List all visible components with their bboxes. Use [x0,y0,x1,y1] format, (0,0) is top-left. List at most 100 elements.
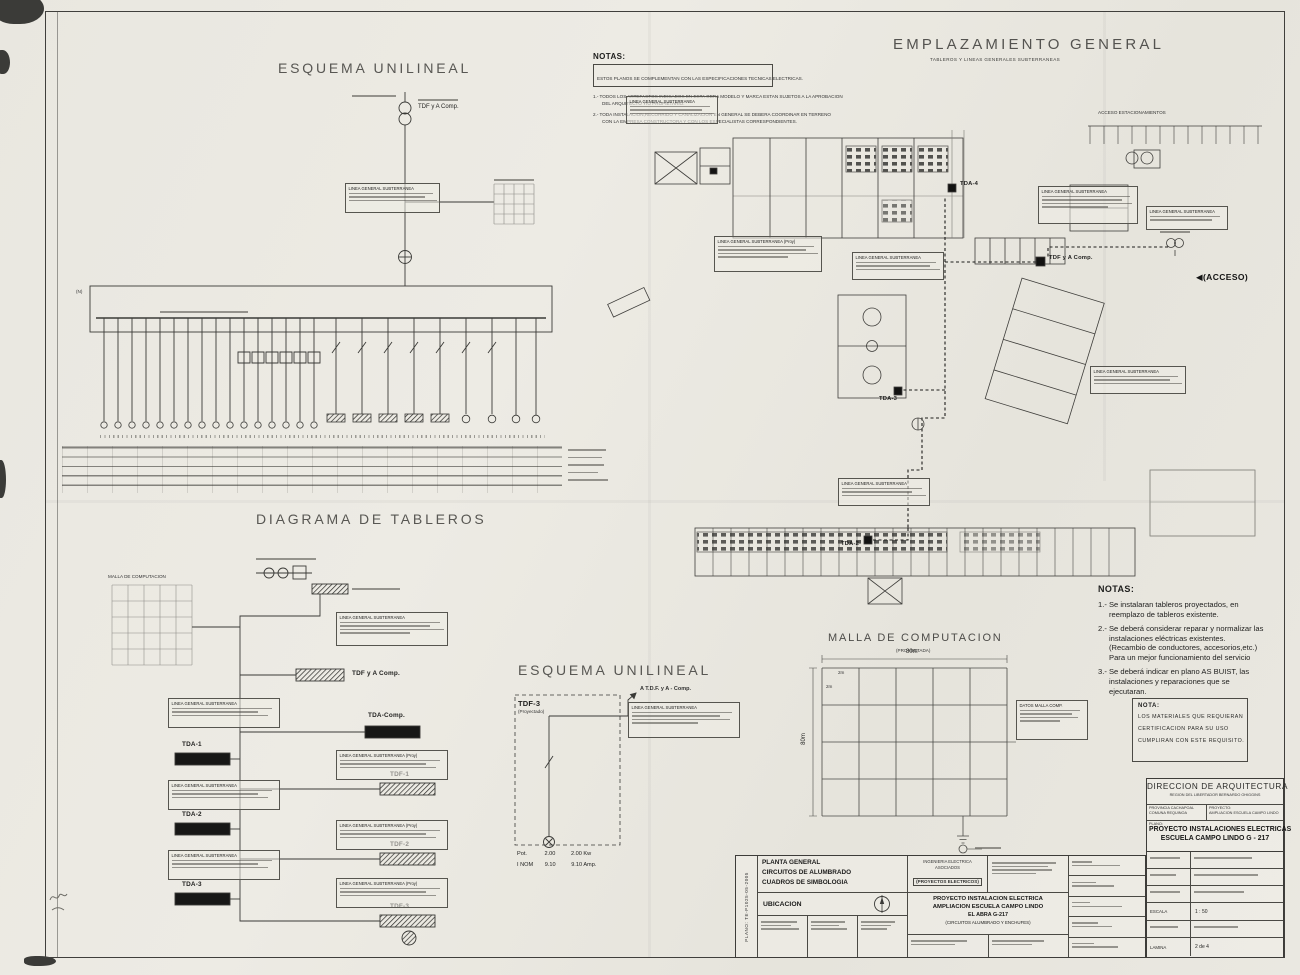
cable-spec-box: LINEA GENERAL SUBTERRANEA [838,478,930,506]
micro-annotation [352,95,396,97]
field-value-micro [1194,857,1252,859]
cable-spec-box: LINEA GENERAL SUBTERRANEA (Proy) [336,820,448,850]
nota-box: NOTA: LOS MATERIALES QUE REQUIERAN CERTI… [1132,698,1248,762]
project-line-4: (CIRCUITOS ALUMBRADO Y ENCHUFES) [945,920,1031,925]
tdf-label-top: TDF y A Comp. [418,104,459,110]
nota-box-line2: CERTIFICACION PARA SU USO [1138,726,1229,732]
content-line-2: CIRCUITOS DE ALUMBRADO [762,869,852,876]
cable-spec-box: LINEA GENERAL SUBTERRANEA [628,702,740,738]
micro-annotation [256,558,316,560]
titleblock-right: DIRECCION DE ARQUITECTURA REGION DEL LIB… [1146,778,1292,853]
nota-box-line3: CUMPLIRAN CON ESTE REQUISITO. [1138,738,1245,744]
field-label-micro [1150,874,1176,876]
field-label-micro [1150,891,1180,893]
project-line-1: PROYECTO INSTALACION ELECTRICA [933,896,1043,902]
notas-top-title: NOTAS: [593,52,626,61]
field-value-micro [1194,926,1238,928]
ubicacion-label: UBICACION [763,900,802,908]
nota-right-item-2: 2.- Se deberá considerar reparar y norma… [1098,623,1264,663]
scan-smudge [0,50,10,74]
cable-spec-box: LINEA GENERAL SUBTERRANEA (Proy) [336,878,448,908]
circuit-number-row [100,435,545,438]
site-label-tda3: TDA-3 [879,396,898,402]
field-label-micro [1150,926,1178,928]
cable-spec-box: LINEA GENERAL SUBTERRANEA [1038,186,1138,224]
micro-annotation [352,588,400,590]
engineer-strip [908,935,1068,957]
plano-title-1: PROYECTO INSTALACIONES ELECTRICAS [1149,826,1292,833]
cable-spec-box: LINEA GENERAL SUBTERRANEA [852,252,944,280]
provincia: PROVINCIA CACHAPOAL [1149,806,1195,810]
spec-title: LINEA GENERAL SUBTERRANEA [855,254,921,260]
malla-dim-cell: 2m [838,670,845,675]
scan-smudge [0,0,44,24]
comuna: COMUNA REQUINOA [1149,811,1187,815]
cable-spec-box: LINEA GENERAL SUBTERRANEA [168,780,280,810]
spec-title: LINEA GENERAL SUBTERRANEA [1093,368,1159,374]
north-arrow-icon [871,893,893,915]
firm-name-2: ASOCIADOS [935,865,960,870]
parking-access-label: ACCESO ESTACIONAMIENTOS [1098,110,1166,115]
section-title-esquema-tdf3: ESQUEMA UNILINEAL [518,662,712,678]
cable-spec-box: LINEA GENERAL SUBTERRANEA (Proy) [714,236,822,272]
malla-subtitle: (PROYECTADA) [896,648,931,653]
tdf3-feed-label: A T.D.F. y A - Comp. [640,686,692,692]
pot-v1: 2.00 [544,851,556,857]
spec-title: LINEA GENERAL SUBTERRANEA [841,480,907,486]
escala-value: 1 : 50 [1195,908,1208,915]
emplazamiento-subtitle: TABLEROS Y LINEAS GENERALES SUBTERRANEAS [930,57,1061,62]
cable-spec-box: LINEA GENERAL SUBTERRANEA [345,183,440,213]
banner-text: ESTOS PLANOS SE COMPLEMENTAN CON LAS ESP… [597,75,804,81]
proyecto-value: AMPLIACION ESCUELA CAMPO LINDO [1209,811,1279,815]
neutral-label: (N) [76,289,83,294]
spec-title: LINEA GENERAL SUBTERRANEA [1149,208,1215,214]
titleblock-right-fields: ESCALA 1 : 50 LAMINA 2 de 4 [1146,852,1284,958]
tdf3-inom-row: I NOM 9.10 9.10 Amp. [517,862,596,868]
malla-dim-cell2: 2m [826,684,833,689]
plano-number-vertical: PLANO: TE-P1025-05-2005 [744,871,749,942]
plano-number-cell: PLANO: TE-P1025-05-2005 [736,856,758,957]
panel-label-tdf-comp: TDF y A Comp. [352,670,400,677]
scan-smudge [0,460,6,498]
firm-name-1: INGENIERIA ELECTRICA [923,859,972,864]
cable-spec-box: LINEA GENERAL SUBTERRANEA [168,698,280,728]
spec-title: LINEA GENERAL SUBTERRANEA [1041,188,1107,194]
nota-box-title: NOTA: [1138,703,1160,709]
sheet-content-cell: PLANTA GENERAL CIRCUITOS DE ALUMBRADO CU… [758,856,908,893]
scan-smudge [24,956,56,966]
firm-bold: (PROYECTOS ELECTRICOS) [913,877,982,886]
notas-right-title: NOTAS: [1098,584,1135,594]
inom-v2: 9.10 Amp. [571,862,597,868]
malla-datos-box: DATOS MALLA COMP. [1016,700,1088,740]
pot-label: Pot. [517,851,527,857]
panel-label-tda1: TDA-1 [182,741,202,748]
cable-spec-box: LINEA GENERAL SUBTERRANEA [168,850,280,880]
field-value-micro [1194,891,1244,893]
acceso-label: ◀(ACCESO) [1196,272,1249,282]
load-table-totals [568,447,608,483]
panel-label-tda-comp: TDA-Comp. [368,712,405,719]
margin-line [57,11,58,958]
notas-right: NOTAS: 1.- Se instalaran tableros proyec… [1098,584,1264,701]
spec-title: LINEA GENERAL SUBTERRANEA (Proy) [717,238,796,244]
site-label-tda2: TDA-2 [841,541,860,547]
inom-v1: 9.10 [544,862,556,868]
spec-title: LINEA GENERAL SUBTERRANEA [171,852,237,858]
cable-spec-box: LINEA GENERAL SUBTERRANEA [336,612,448,646]
tdf3-panel-sub: (Proyectado) [518,709,545,714]
micro-annotation [1160,231,1190,233]
datos-title: DATOS MALLA COMP. [1019,702,1063,708]
content-line-3: CUADROS DE SIMBOLOGIA [762,879,848,886]
malla-dim-left: 80m [800,733,807,745]
spec-title: LINEA GENERAL SUBTERRANEA [348,185,414,191]
load-table [62,446,562,493]
nota-right-item-1: 1.- Se instalaran tableros proyectados, … [1098,600,1239,619]
section-title-esquema-top: ESQUEMA UNILINEAL [278,60,472,76]
proyecto-cell: PROYECTO: AMPLIACION ESCUELA CAMPO LINDO [1207,805,1283,821]
pot-v2: 2.00 Kw [570,851,592,857]
project-line-2: AMPLIACION ESCUELA CAMPO LINDO [932,904,1044,910]
tdf3-pot-row: Pot. 2.00 2.00 Kw [517,851,591,857]
panel-label-tda2: TDA-2 [182,811,202,818]
plano-cell: PLANO: PROYECTO INSTALACIONES ELECTRICAS… [1147,821,1292,853]
